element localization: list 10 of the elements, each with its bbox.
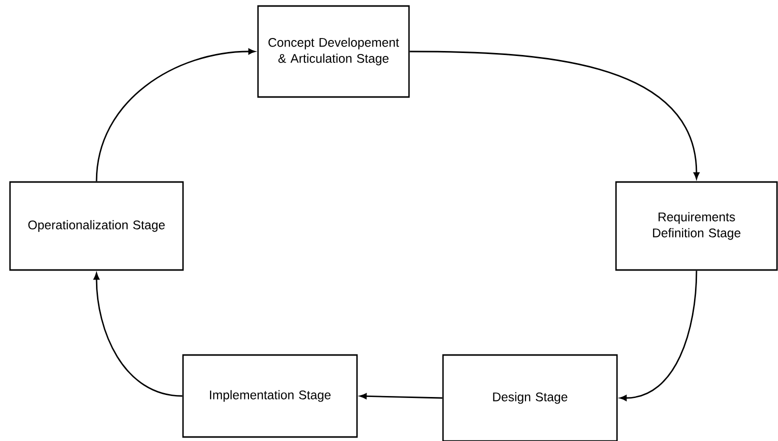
arrow — [94, 272, 182, 397]
arrow — [96, 48, 256, 182]
arrow — [360, 393, 442, 400]
arrow — [410, 50, 700, 180]
stage-box: Implementation Stage — [182, 354, 358, 438]
stage-box: Design Stage — [442, 354, 618, 441]
stage-box: Operationalization Stage — [9, 181, 184, 271]
stage-box: Requirements Definition Stage — [615, 181, 778, 271]
stage-box: Concept Developement & Articulation Stage — [257, 5, 410, 98]
arrow — [620, 270, 698, 401]
